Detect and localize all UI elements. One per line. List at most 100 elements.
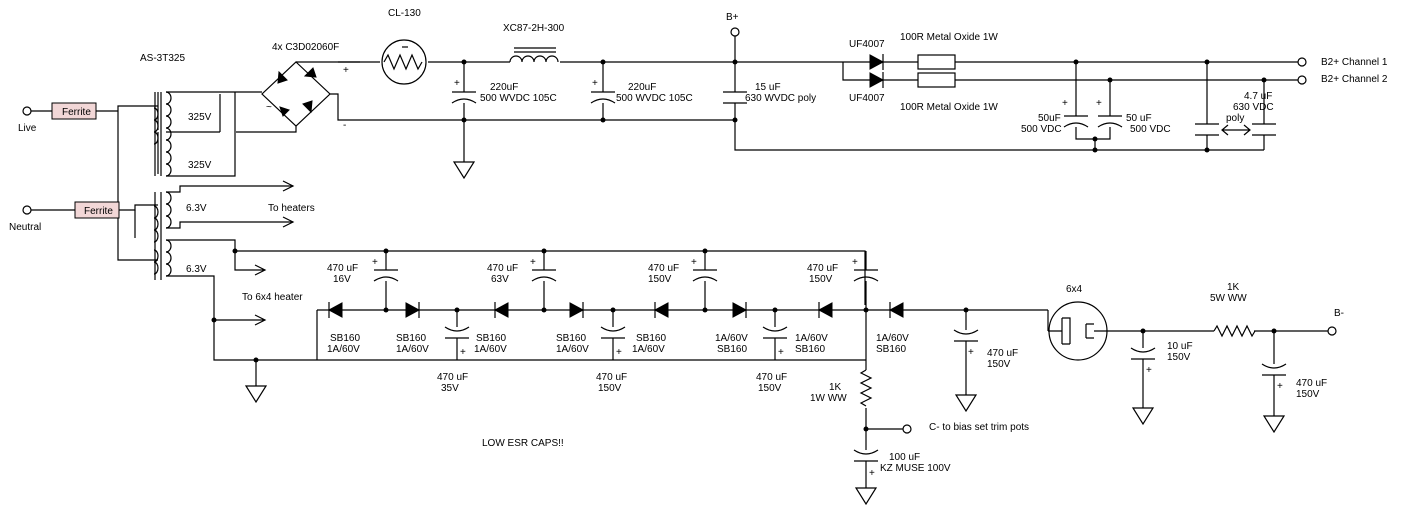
bplus-terminal [730,27,740,37]
m3-rating: 150V [648,274,672,285]
c1-rating: 500 WVDC 105C [480,93,557,104]
m1-rating: 16V [333,274,351,285]
f2-rating: 150V [1167,352,1191,363]
b3-plus: + [778,347,784,358]
f1-plus: + [968,347,974,358]
b1-plus: + [460,347,466,358]
b2-outputs: UF4007 UF4007 100R Metal Oxide 1W 100R M… [842,32,1388,153]
bridge-plus: + [343,65,349,76]
ferrite-live [51,102,97,120]
f2-plus: + [1146,365,1152,376]
live-label: Live [18,123,37,134]
b1-value: 470 uF [437,372,468,383]
heat-b-label: 6.3V [186,264,207,275]
kz-plus: + [869,468,875,479]
f3-value: 470 uF [1296,378,1327,389]
d3-rating: 1A/60V [474,344,507,355]
r2-label: 100R Metal Oxide 1W [900,102,998,113]
bridge-minus: - [343,120,346,131]
f2-value: 10 uF [1167,341,1193,352]
ferrite-neutral-label: Ferrite [84,206,113,217]
c1-plus: + [454,78,460,89]
b2-plus: + [616,347,622,358]
c6-rating: 630 VDC [1233,102,1274,113]
c5-rating: 500 VDC [1130,124,1171,135]
m1-plus: + [372,257,378,268]
sec-b-label: 325V [188,160,212,171]
d3-type: SB160 [476,333,506,344]
c2-rating: 500 WVDC 105C [616,93,693,104]
bridge-ac-symbol: ~ [266,102,272,113]
d8-type: SB160 [876,344,906,355]
bplus-label: B+ [726,12,739,23]
m1-value: 470 uF [327,263,358,274]
c4-value: 50uF [1038,113,1061,124]
c1-value: 220uF [490,82,518,93]
hv-rail: CL-130 XC87-2H-300 + 220uF 500 WVDC 105C… [338,8,1264,179]
bridge-rectifier: 4x C3D02060F ~ + - [219,42,360,133]
low-esr-note: LOW ESR CAPS!! [482,438,564,449]
d6-type: SB160 [717,344,747,355]
d6-rating: 1A/60V [715,333,748,344]
d2-label: UF4007 [849,93,885,104]
d8-rating: 1A/60V [876,333,909,344]
c2-value: 220uF [628,82,656,93]
filter-r-value: 1K [1227,282,1240,293]
c6-type: poly [1226,113,1244,124]
d1-label: UF4007 [849,39,885,50]
sec-a-label: 325V [188,112,212,123]
bias-note: C- to bias set trim pots [929,422,1029,433]
d1-type: SB160 [330,333,360,344]
c3-value: 15 uF [755,82,781,93]
d5-rating: 1A/60V [632,344,665,355]
c3-rating: 630 WVDC poly [745,93,816,104]
m3-value: 470 uF [648,263,679,274]
ntc-thermistor [381,39,427,85]
to-heaters-label: To heaters [268,203,315,214]
r1-resistor [917,54,956,70]
bminus-terminal [1327,326,1337,336]
transformer-label: AS-3T325 [140,53,185,64]
bias-terminal [902,424,912,434]
b3-rating: 150V [758,383,782,394]
r1-label: 100R Metal Oxide 1W [900,32,998,43]
bridge-label: 4x C3D02060F [272,42,339,53]
voltage-multiplier: + + + + 470 uF 16V 470 uF 63V 470 uF 150… [316,248,945,449]
neutral-label: Neutral [9,222,41,233]
choke-label: XC87-2H-300 [503,23,565,34]
tube-label: 6x4 [1066,284,1083,295]
bias-r-rating: 1W WW [810,393,847,404]
c4-plus: + [1062,98,1068,109]
live-terminal [22,106,32,116]
d7-rating: 1A/60V [795,333,828,344]
ferrite-live-label: Ferrite [62,107,91,118]
transformers: AS-3T325 325V 325V 6.3V 6.3V To heaters … [140,53,866,403]
filter-r-rating: 5W WW [1210,293,1247,304]
b2-ch2-terminal [1297,75,1307,85]
f1-value: 470 uF [987,348,1018,359]
c6-value: 4.7 uF [1244,91,1272,102]
f3-plus: + [1277,381,1283,392]
ntc-label: CL-130 [388,8,421,19]
heat-a-label: 6.3V [186,203,207,214]
m2-value: 470 uF [487,263,518,274]
kz-rating: KZ MUSE 100V [880,463,951,474]
neutral-terminal [22,205,32,215]
b2-value: 470 uF [596,372,627,383]
f1-rating: 150V [987,359,1011,370]
f3-rating: 150V [1296,389,1320,400]
m2-plus: + [530,257,536,268]
d5-type: SB160 [636,333,666,344]
bminus-label: B- [1334,308,1344,319]
m2-rating: 63V [491,274,509,285]
d4-type: SB160 [556,333,586,344]
c4-rating: 500 VDC [1021,124,1062,135]
m4-value: 470 uF [807,263,838,274]
d4-rating: 1A/60V [556,344,589,355]
mains-input: Ferrite Ferrite Live Neutral [9,102,158,261]
b2-rating: 150V [598,383,622,394]
m4-rating: 150V [809,274,833,285]
b2-ch1-label: B2+ Channel 1 [1321,57,1388,68]
r2-resistor [917,72,956,88]
d2-rating: 1A/60V [396,344,429,355]
